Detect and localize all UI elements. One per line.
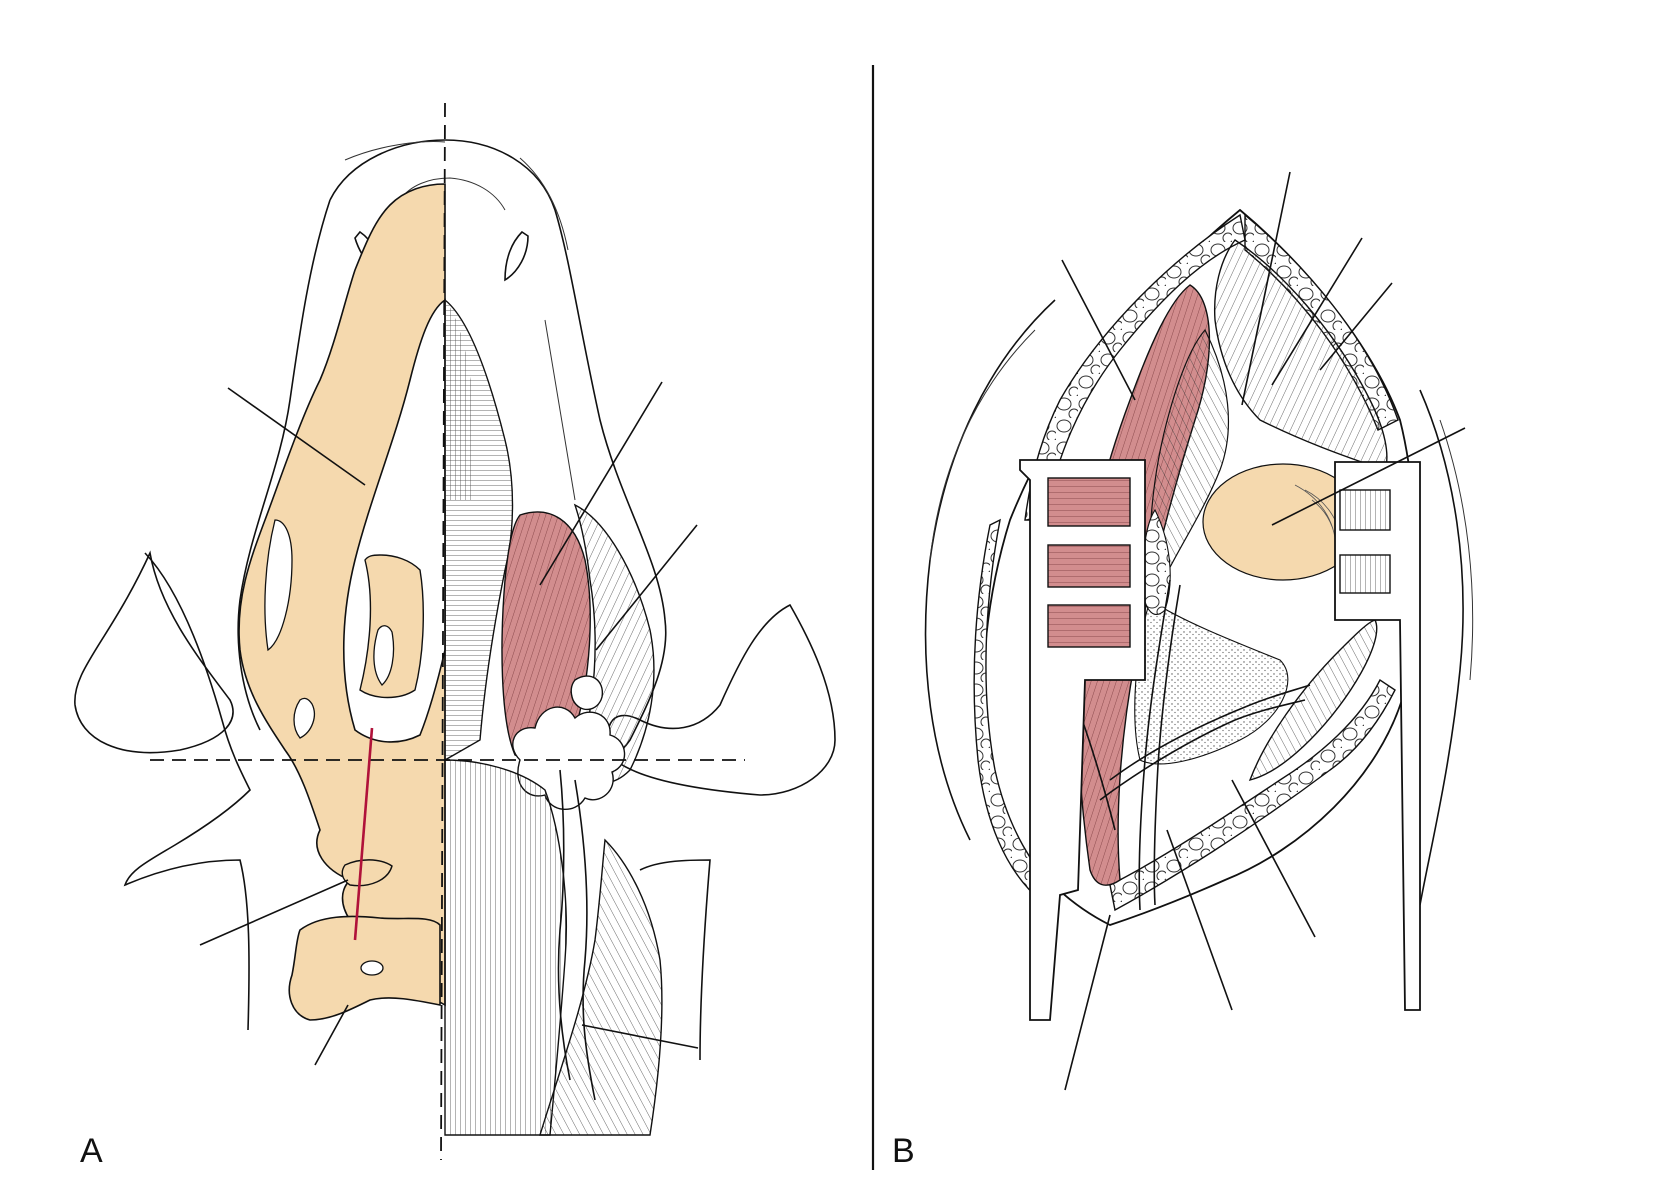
panel-b-leader-lines <box>1061 171 1466 1091</box>
geniohyoid-hatching <box>445 300 475 500</box>
lingual-artery <box>1109 684 1311 781</box>
panel-a-leader-lines <box>199 381 699 1066</box>
retractor-left-slot-2 <box>1047 544 1131 588</box>
skull-fragment <box>359 554 424 699</box>
skin-fold-right <box>1419 389 1464 906</box>
body-outline-right-lower <box>639 859 711 1061</box>
mandible-ramus-notch <box>264 519 293 652</box>
mandible-ramus-notch-2 <box>293 697 315 739</box>
sternohyoid-strip <box>1248 619 1378 782</box>
skin-fold-left-2 <box>929 329 1036 561</box>
incision-line <box>353 727 374 941</box>
whisker-fringe <box>344 141 569 251</box>
retractor-right <box>1334 461 1421 1011</box>
retractor-left-slot-3 <box>1047 604 1131 648</box>
mylohyoid-muscle-b <box>1213 239 1388 471</box>
panel-b: B <box>892 171 1474 1170</box>
retractor-right-slot-2 <box>1339 554 1391 594</box>
foramen <box>373 625 395 686</box>
linguofacial-vein-2 <box>574 779 596 1101</box>
sternocephalicus-muscle <box>539 838 663 1136</box>
panel-label-b: B <box>892 1132 915 1170</box>
leader-masseter <box>595 524 698 651</box>
leader-deep-tissue <box>1241 171 1291 406</box>
hyoid-foramen <box>360 960 384 976</box>
panel-a: A <box>74 102 836 1170</box>
retractor-right-slot-1 <box>1339 489 1391 531</box>
leader-salivary-gland <box>1271 427 1466 526</box>
leader-mandible <box>227 387 366 486</box>
leader-digastric-b <box>1061 259 1136 401</box>
skin-fold-right-2 <box>1439 419 1474 681</box>
panel-label-a: A <box>80 1132 103 1170</box>
stylohyoid <box>341 859 393 887</box>
leader-stylohyoid <box>199 879 349 946</box>
midline-dashed <box>440 102 446 1161</box>
lymph-node <box>570 675 604 711</box>
leader-digastric <box>539 381 663 586</box>
leader-nerve-left <box>1064 914 1111 1091</box>
muzzle-outline-left <box>237 199 331 731</box>
leader-vessel <box>1166 829 1233 1011</box>
body-outline <box>74 550 234 754</box>
leader-sternohyoid-b <box>1231 779 1316 938</box>
leader-vein <box>581 1024 699 1049</box>
leader-hyoid <box>314 1004 349 1066</box>
retractor-left <box>1019 459 1146 1021</box>
hypoglossal-nerve <box>1099 699 1306 801</box>
retractor-left-slot-1 <box>1047 477 1131 527</box>
body-outline-left-lobe <box>123 552 251 1031</box>
fat-border-lower <box>1109 678 1396 912</box>
sternohyoid-muscle <box>444 759 567 1136</box>
vessel-vertical <box>1138 579 1171 911</box>
leader-mylohyoid-lower <box>1319 282 1393 371</box>
linguofacial-vein <box>557 769 571 1081</box>
stippled-tissue <box>1134 599 1289 765</box>
vessel-vertical-2 <box>1153 584 1181 906</box>
leader-mylohyoid-upper <box>1271 237 1363 386</box>
right-canine <box>504 230 529 282</box>
